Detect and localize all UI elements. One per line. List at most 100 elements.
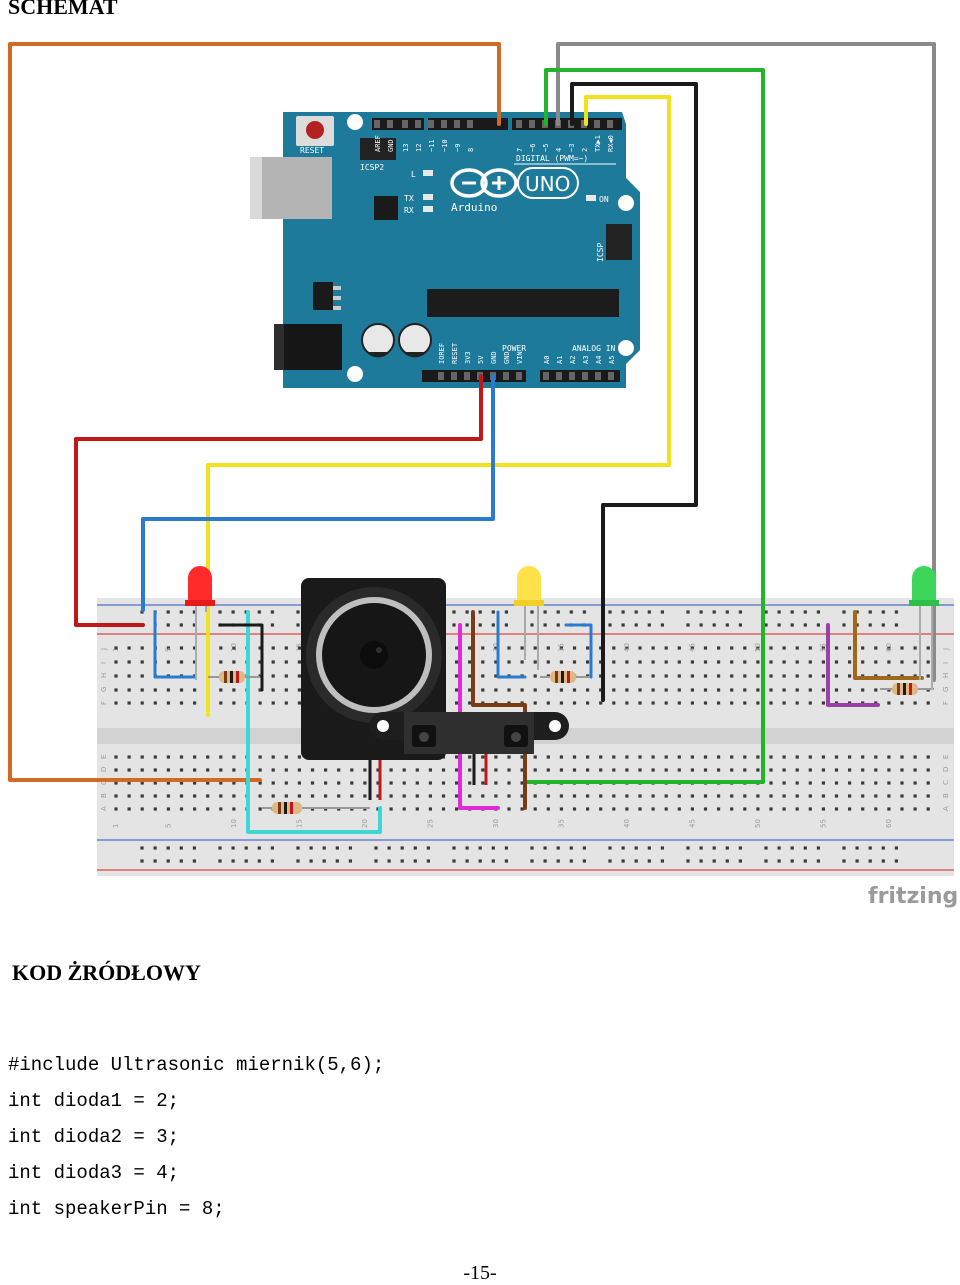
rail-hole bbox=[816, 623, 820, 627]
breadboard-hole bbox=[730, 807, 734, 811]
breadboard-hole bbox=[507, 755, 511, 759]
breadboard-hole bbox=[586, 807, 590, 811]
breadboard-hole bbox=[808, 688, 812, 692]
rail-hole bbox=[634, 610, 638, 614]
breadboard-hole bbox=[258, 701, 262, 705]
voltage-regulator bbox=[313, 282, 333, 310]
breadboard-hole bbox=[834, 646, 839, 650]
breadboard-hole bbox=[782, 674, 786, 678]
icsp-header bbox=[606, 224, 632, 260]
breadboard-hole bbox=[717, 807, 721, 811]
wire-magenta bbox=[458, 623, 500, 810]
column-number: 50 bbox=[754, 819, 762, 828]
digital-pin-label: 7 bbox=[516, 148, 524, 152]
breadboard-hole bbox=[586, 755, 590, 759]
breadboard-hole bbox=[795, 768, 799, 772]
breadboard-hole bbox=[284, 755, 288, 759]
rail-hole bbox=[881, 846, 885, 850]
rail-hole bbox=[712, 859, 716, 863]
breadboard-hole bbox=[153, 755, 157, 759]
breadboard-hole bbox=[625, 674, 629, 678]
rail-hole bbox=[244, 846, 248, 850]
breadboard-hole bbox=[690, 768, 694, 772]
rail-hole bbox=[699, 623, 703, 627]
breadboard-hole bbox=[913, 701, 917, 705]
breadboard-hole bbox=[690, 660, 694, 664]
breadboard-hole bbox=[586, 701, 590, 705]
capacitor bbox=[361, 323, 395, 357]
breadboard-hole bbox=[166, 807, 170, 811]
rail-hole bbox=[543, 846, 547, 850]
rail-hole bbox=[699, 859, 703, 863]
header-pin bbox=[516, 120, 522, 128]
rail-hole bbox=[738, 846, 742, 850]
speaker-dust-cap bbox=[360, 641, 388, 669]
rail-hole bbox=[738, 859, 742, 863]
analog-pin-label: A2 bbox=[569, 356, 577, 364]
rail-hole bbox=[686, 623, 690, 627]
breadboard-hole bbox=[926, 807, 930, 811]
breadboard-hole bbox=[455, 701, 459, 705]
rail-hole bbox=[231, 846, 235, 850]
breadboard-hole bbox=[795, 701, 799, 705]
led-l-label: L bbox=[411, 170, 416, 179]
rail-hole bbox=[270, 610, 274, 614]
breadboard-hole bbox=[284, 794, 288, 798]
sensor-mount-hole bbox=[377, 720, 389, 732]
rail-hole bbox=[322, 859, 326, 863]
breadboard-hole bbox=[520, 755, 524, 759]
breadboard-hole bbox=[703, 807, 708, 811]
breadboard-hole bbox=[913, 807, 917, 811]
breadboard-hole bbox=[638, 688, 642, 692]
breadboard-hole bbox=[861, 807, 865, 811]
rail-hole bbox=[465, 623, 469, 627]
breadboard-hole bbox=[586, 794, 590, 798]
breadboard-hole bbox=[690, 701, 694, 705]
rail-hole bbox=[699, 610, 703, 614]
breadboard-hole bbox=[533, 660, 537, 664]
breadboard-hole bbox=[297, 755, 301, 759]
breadboard-hole bbox=[127, 660, 131, 664]
breadboard-hole bbox=[533, 755, 537, 759]
rail-hole bbox=[543, 623, 547, 627]
breadboard-hole bbox=[441, 781, 446, 785]
rail-hole bbox=[465, 610, 469, 614]
breadboard-hole bbox=[219, 755, 223, 759]
breadboard-hole bbox=[677, 794, 681, 798]
jumper-blue-1 bbox=[153, 610, 197, 679]
rail-hole bbox=[647, 846, 651, 850]
header-pin bbox=[569, 372, 575, 380]
breadboard-hole bbox=[664, 807, 668, 811]
rail-hole bbox=[296, 846, 300, 850]
code-line: int dioda3 = 4; bbox=[8, 1162, 180, 1184]
power-pin-label: GND bbox=[490, 351, 498, 364]
uno-label: UNO bbox=[525, 172, 570, 196]
breadboard-hole bbox=[284, 768, 288, 772]
breadboard-hole bbox=[127, 688, 131, 692]
breadboard-hole bbox=[769, 807, 773, 811]
breadboard-hole bbox=[258, 794, 262, 798]
rail-hole bbox=[686, 846, 690, 850]
breadboard-hole bbox=[900, 660, 904, 664]
breadboard-hole bbox=[258, 755, 262, 759]
breadboard-hole bbox=[494, 646, 498, 650]
breadboard-hole bbox=[219, 768, 223, 772]
breadboard-hole bbox=[782, 807, 786, 811]
breadboard-hole bbox=[586, 688, 590, 692]
breadboard-hole bbox=[114, 755, 118, 759]
breadboard-hole bbox=[494, 781, 498, 785]
breadboard-hole bbox=[455, 807, 459, 811]
breadboard-hole bbox=[166, 701, 170, 705]
led-tx bbox=[423, 194, 433, 200]
resistor-band bbox=[909, 683, 912, 695]
breadboard-hole bbox=[297, 768, 301, 772]
breadboard-hole bbox=[389, 807, 393, 811]
breadboard-hole bbox=[127, 646, 131, 650]
rail-hole bbox=[855, 846, 859, 850]
led-tx-label: TX bbox=[404, 194, 414, 203]
rail-hole bbox=[166, 846, 170, 850]
breadboard-hole bbox=[114, 701, 118, 705]
rail-hole bbox=[608, 859, 612, 863]
breadboard-hole bbox=[743, 660, 747, 664]
breadboard-hole bbox=[481, 794, 485, 798]
